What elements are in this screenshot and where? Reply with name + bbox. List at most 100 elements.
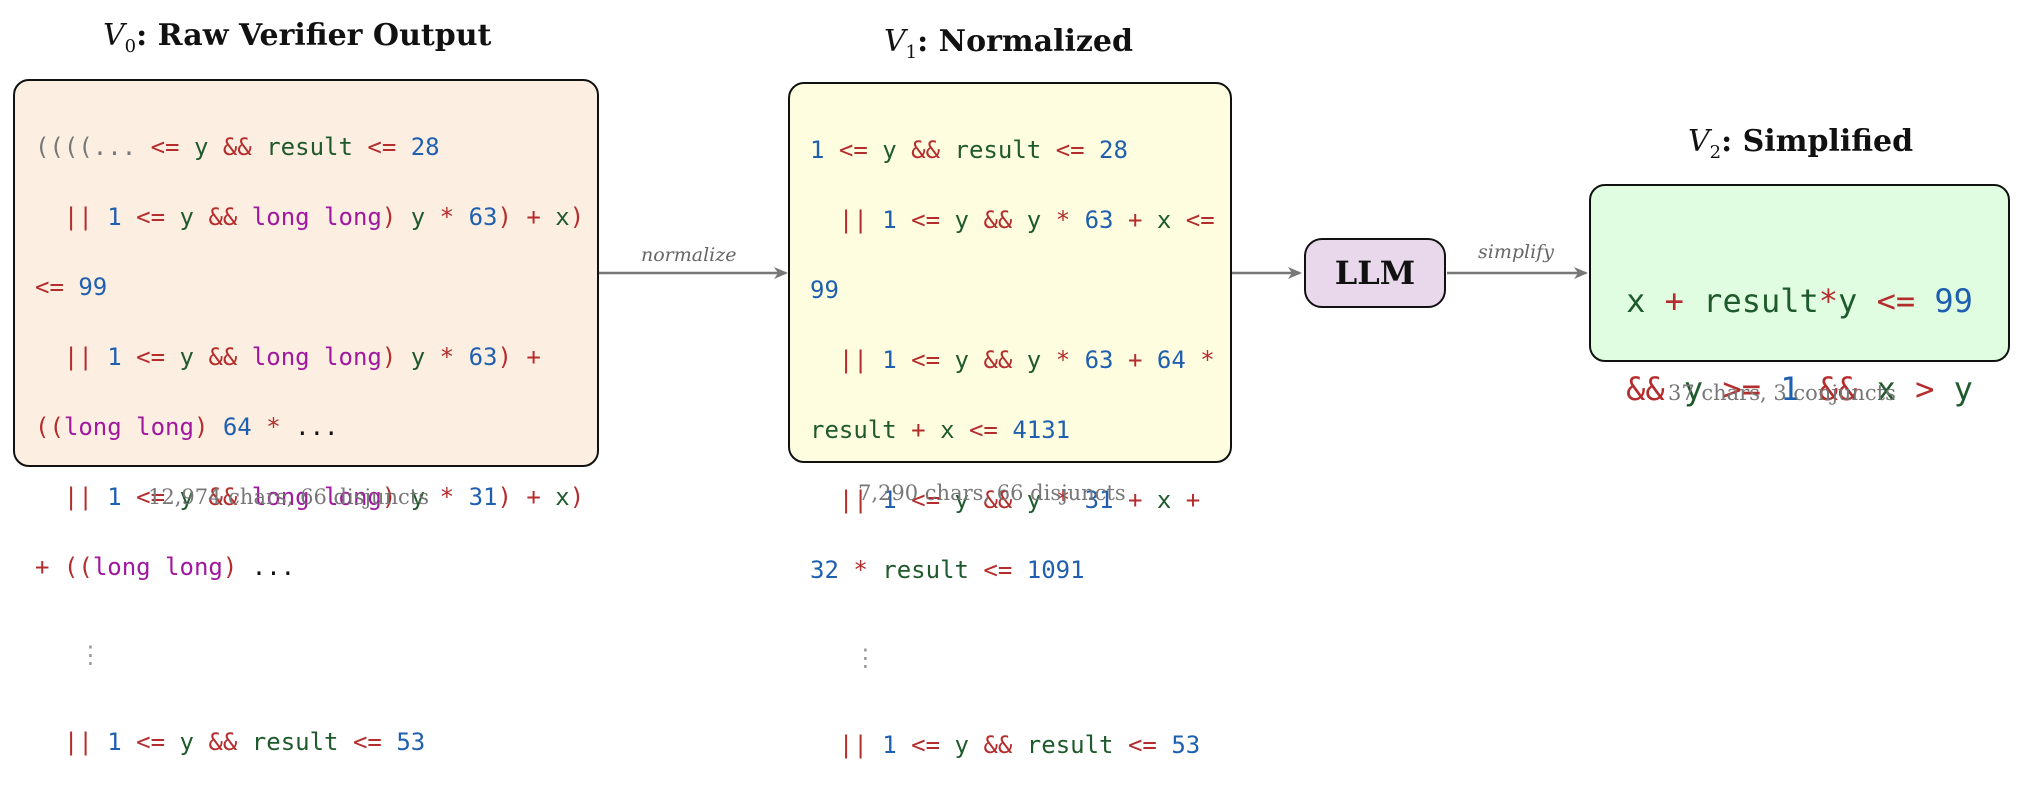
code-token: 1091	[1026, 556, 1085, 584]
code-token: +	[1127, 206, 1143, 234]
code-token: <=	[35, 273, 64, 301]
code-token: )	[497, 483, 512, 511]
code-token: 63	[468, 343, 498, 371]
code-token: x	[1626, 282, 1646, 320]
code-token: result	[251, 728, 339, 756]
code-token: &&	[222, 133, 252, 161]
code-token: 1	[1780, 370, 1800, 408]
code-token: )	[381, 483, 397, 511]
raw-vdots: ⋮	[78, 641, 103, 669]
code-token: *	[439, 483, 455, 511]
code-token: long long	[92, 553, 223, 581]
code-token: &&	[983, 731, 1013, 759]
code-token: y	[179, 203, 194, 231]
code-token: ||	[838, 486, 868, 514]
code-token: long long	[63, 413, 194, 441]
code-token: +	[526, 483, 541, 511]
code-token: *	[1200, 346, 1215, 374]
code-token: 32	[810, 556, 839, 584]
code-token: )	[569, 203, 585, 231]
code-token: x	[1156, 206, 1172, 234]
code-token: y	[954, 731, 969, 759]
code-token: y	[193, 133, 209, 161]
code-token: ||	[63, 343, 93, 371]
code-token: y	[410, 203, 426, 231]
code-token: ||	[838, 731, 868, 759]
code-token: +	[1127, 346, 1143, 374]
flow-arrows	[598, 267, 1588, 279]
code-token: result	[266, 133, 353, 161]
stage0-title: V0: Raw Verifier Output	[103, 18, 492, 57]
code-token: y	[1838, 282, 1858, 320]
code-token: ...	[295, 413, 339, 441]
code-token: )	[381, 343, 397, 371]
code-token: &&	[208, 483, 238, 511]
stage1-caption: 7,290 chars, 66 disjuncts	[858, 481, 1126, 505]
code-token: 99	[78, 273, 108, 301]
code-token: 31	[1084, 486, 1114, 514]
code-token: 1	[107, 483, 122, 511]
code-token: y	[954, 486, 969, 514]
code-token: ((	[35, 413, 64, 441]
normalize-label: normalize	[641, 244, 737, 266]
code-token: 1	[882, 206, 897, 234]
code-token: x	[555, 203, 570, 231]
code-token: y	[1026, 346, 1042, 374]
code-token: y	[410, 343, 426, 371]
code-token: *	[439, 343, 455, 371]
code-token: 99	[1934, 282, 1973, 320]
code-token: *	[1818, 282, 1839, 320]
code-token: *	[1055, 486, 1071, 514]
code-token: 28	[1099, 136, 1128, 164]
code-token: 1	[882, 346, 897, 374]
code-token: 4131	[1012, 416, 1071, 444]
code-token: +	[35, 553, 50, 581]
code-token: <=	[983, 556, 1013, 584]
code-token: <=	[911, 346, 941, 374]
code-token: long long	[251, 483, 382, 511]
code-token: y	[1026, 206, 1042, 234]
code-token: y	[1683, 370, 1704, 408]
code-token: )	[193, 413, 209, 441]
stage1-title: V1: Normalized	[884, 24, 1133, 63]
code-token: <=	[968, 416, 998, 444]
code-token: <=	[136, 728, 166, 756]
code-token: 1	[107, 728, 122, 756]
code-token: >=	[1722, 370, 1761, 408]
code-token: <=	[838, 136, 868, 164]
code-token: <=	[136, 483, 166, 511]
code-token: 53	[1171, 731, 1201, 759]
code-token: 63	[1084, 346, 1114, 374]
code-token: result	[1703, 282, 1819, 320]
code-token: *	[1055, 346, 1071, 374]
code-token: 28	[410, 133, 440, 161]
code-token: &&	[208, 343, 238, 371]
normalized-vdots: ⋮	[853, 644, 878, 672]
code-token: 53	[396, 728, 426, 756]
code-token: +	[1664, 282, 1684, 320]
code-token: <=	[150, 133, 180, 161]
code-token: long long	[251, 203, 382, 231]
code-token: <=	[911, 206, 941, 234]
code-token: ||	[63, 203, 93, 231]
normalized-box	[788, 82, 1232, 463]
raw-output-code: ((((... <= y && result <= 28 || 1 <= y &…	[35, 95, 584, 795]
raw-output-box	[13, 79, 599, 467]
code-token: +	[1127, 486, 1143, 514]
stage0-caption: 12,974 chars, 66 disjuncts	[148, 485, 429, 509]
code-token: ||	[838, 206, 868, 234]
code-token: long long	[251, 343, 382, 371]
code-token: result	[810, 416, 897, 444]
stage2-title: V2: Simplified	[1688, 124, 1914, 163]
code-token: 1	[107, 343, 122, 371]
code-token: &&	[208, 728, 238, 756]
code-token: <=	[1127, 731, 1157, 759]
code-token: )	[222, 553, 238, 581]
code-token: x	[555, 483, 570, 511]
code-token: +	[526, 343, 541, 371]
code-token: x	[1876, 370, 1896, 408]
code-token: 64	[222, 413, 252, 441]
code-token: 63	[468, 203, 498, 231]
code-token: 31	[468, 483, 498, 511]
code-token: <=	[352, 728, 382, 756]
